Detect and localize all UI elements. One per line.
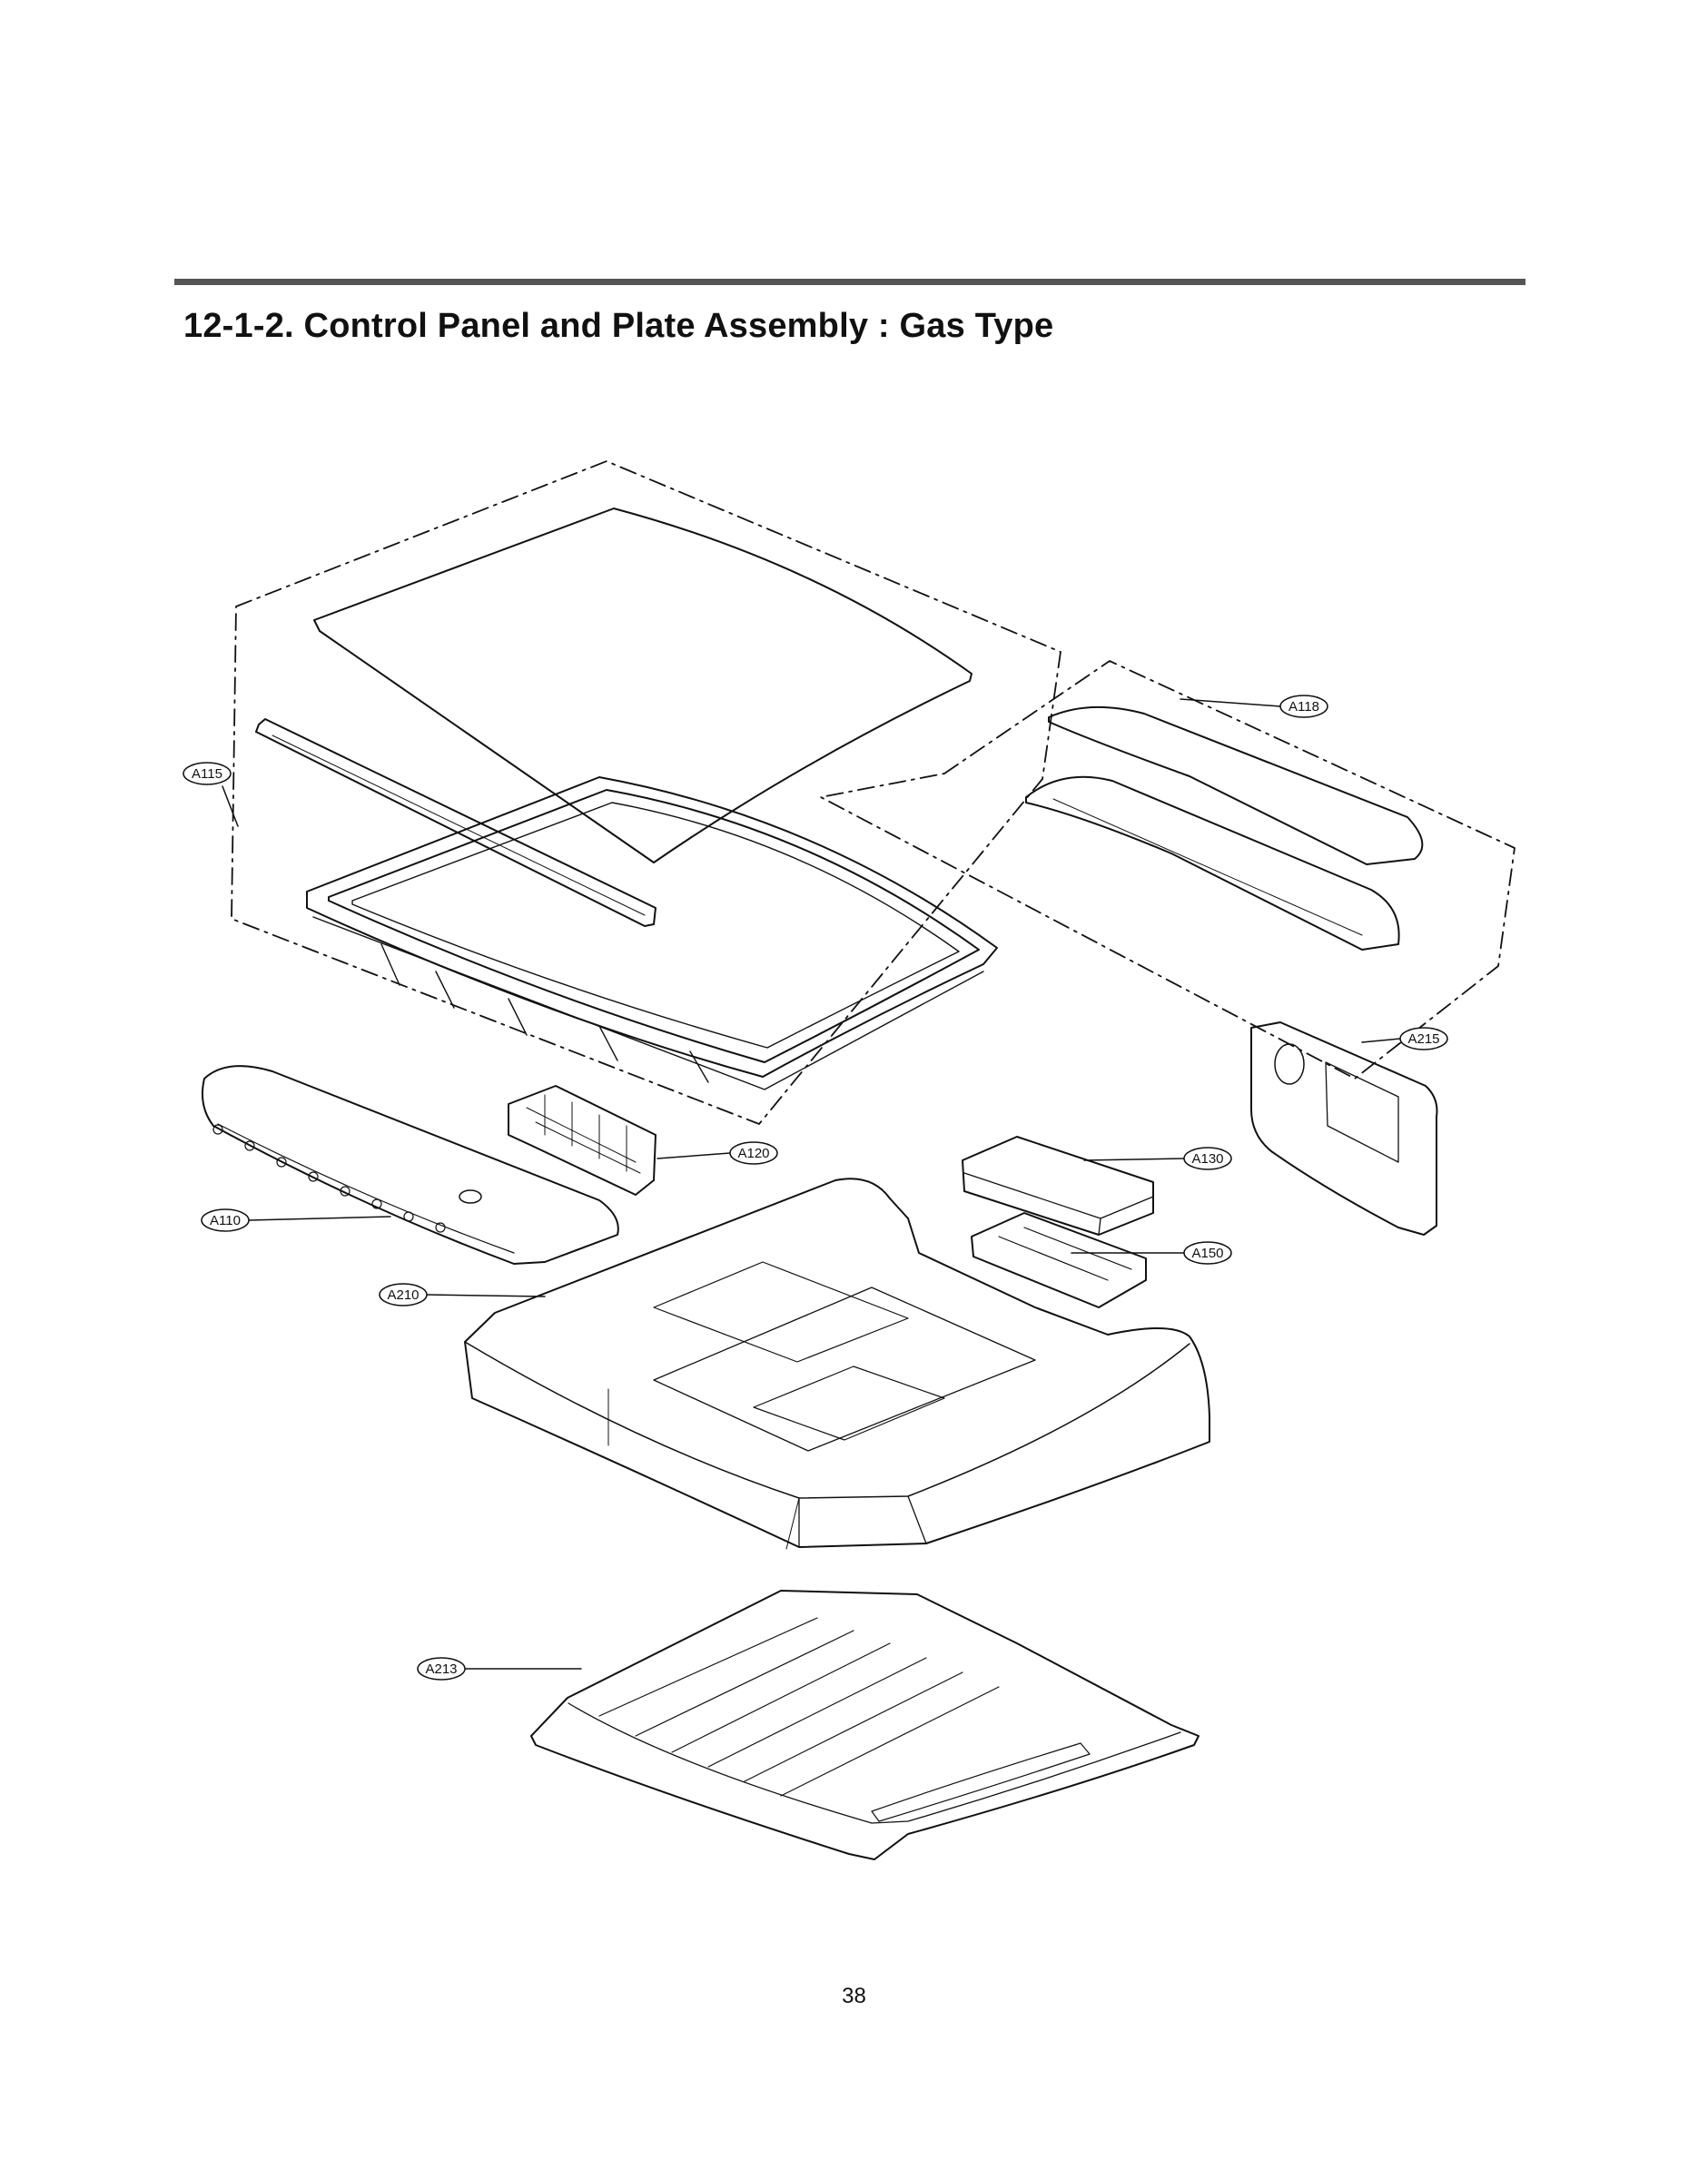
callout-a118: A118 — [1180, 695, 1328, 718]
bracket-a150-part — [971, 1212, 1147, 1308]
callout-a213: A213 — [417, 1657, 582, 1681]
group-boundary-a118 — [820, 660, 1515, 1080]
callout-a130-label: A130 — [1191, 1151, 1223, 1167]
callout-a120-label: A120 — [737, 1146, 769, 1161]
glass-plate-part — [313, 508, 972, 863]
callout-a120: A120 — [657, 1141, 778, 1165]
module-a130-part — [962, 1136, 1154, 1236]
page-number: 38 — [842, 1984, 866, 2008]
callout-a210-label: A210 — [387, 1287, 419, 1303]
page-title: 12-1-2. Control Panel and Plate Assembly… — [183, 307, 1054, 345]
trim-strip-part — [255, 718, 657, 927]
callout-a210: A210 — [379, 1283, 546, 1306]
callout-a118-label: A118 — [1288, 699, 1319, 715]
side-bracket-a215-part — [1250, 1021, 1438, 1236]
callout-a110: A110 — [201, 1208, 391, 1232]
callout-a115-label: A115 — [192, 766, 222, 782]
callout-a213-label: A213 — [425, 1661, 457, 1677]
pcb-a120-part — [508, 1085, 657, 1196]
header-rule — [174, 279, 1525, 285]
front-panel-a110-part — [202, 1065, 619, 1265]
callout-a110-label: A110 — [210, 1213, 241, 1228]
callout-a150-label: A150 — [1191, 1246, 1223, 1261]
top-plate-a210-part — [464, 1178, 1210, 1548]
cover-bracket-part — [1025, 775, 1400, 951]
callout-a130: A130 — [1083, 1147, 1232, 1170]
lid-frame-part — [306, 776, 998, 1078]
callout-a150: A150 — [1071, 1241, 1232, 1265]
top-cover-a118-part — [1048, 705, 1424, 865]
base-plate-a213-part — [530, 1590, 1200, 1860]
callout-a215-label: A215 — [1407, 1031, 1439, 1047]
group-boundary-panel — [231, 460, 1061, 1125]
callout-a215: A215 — [1361, 1027, 1448, 1050]
callout-a115: A115 — [183, 762, 239, 827]
